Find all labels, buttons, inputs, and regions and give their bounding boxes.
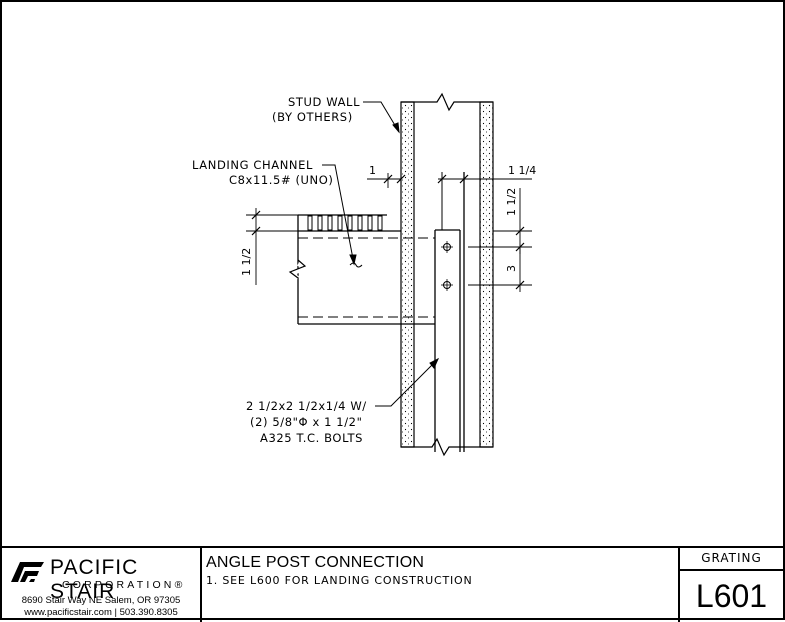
angle-note-line1: 2 1/2x2 1/2x1/4 W/	[246, 399, 367, 413]
angle-note-line3: A325 T.C. BOLTS	[260, 431, 363, 445]
detail-drawing: STUD WALL (BY OTHERS) LANDING CHANNEL C8…	[192, 92, 536, 457]
dim-3: 3	[505, 265, 518, 272]
bolt-upper	[441, 241, 453, 253]
title-block: PACIFIC STAIR CORPORATION® 8690 Stair Wa…	[2, 546, 785, 622]
sheet-info-divider	[678, 569, 785, 571]
sheet-category: GRATING	[701, 551, 762, 565]
company-subtitle: CORPORATION®	[62, 579, 186, 591]
landing-channel-note-line1: LANDING CHANNEL	[192, 158, 313, 172]
grating-bars	[307, 215, 383, 231]
stud-wall-note-line1: STUD WALL	[288, 95, 360, 109]
break-line-top	[401, 92, 493, 112]
company-address: 8690 Stair Way NE Salem, OR 97305	[21, 595, 181, 606]
stud-wall	[400, 92, 494, 457]
leaders	[322, 101, 440, 407]
drawing-title: ANGLE POST CONNECTION	[206, 554, 425, 571]
title-cell: ANGLE POST CONNECTION 1. SEE L600 FOR LA…	[200, 548, 680, 622]
company-web-phone: www.pacificstair.com | 503.390.8305	[24, 607, 178, 618]
angle-note-line2: (2) 5/8"Φ x 1 1/2"	[250, 415, 362, 429]
dim-1-1-4: 1 1/4	[508, 164, 536, 177]
company-name: PACIFIC STAIR	[50, 556, 139, 603]
dim-1-1-2-right: 1 1/2	[505, 188, 518, 216]
wall-board-right	[479, 101, 494, 448]
dimension-ticks	[251, 174, 525, 290]
company-block: PACIFIC STAIR CORPORATION® 8690 Stair Wa…	[2, 548, 202, 622]
landing-channel-note-line2: C8x11.5# (UNO)	[229, 173, 334, 187]
company-logo-icon	[11, 562, 44, 582]
break-line-bottom	[401, 437, 493, 457]
dim-1: 1	[369, 164, 376, 177]
angle-post	[434, 172, 465, 452]
landing-channel	[286, 214, 435, 325]
dim-1-1-2-left: 1 1/2	[240, 248, 253, 276]
dimension-lines	[246, 172, 532, 292]
channel-break	[288, 259, 307, 279]
stud-wall-note-line2: (BY OTHERS)	[272, 110, 353, 124]
drawing-note: 1. SEE L600 FOR LANDING CONSTRUCTION	[206, 574, 473, 587]
wall-board-left	[400, 101, 415, 448]
sheet-number: L601	[695, 578, 768, 614]
sheet-info-cell: GRATING L601	[678, 548, 785, 622]
bolt-lower	[441, 279, 453, 291]
